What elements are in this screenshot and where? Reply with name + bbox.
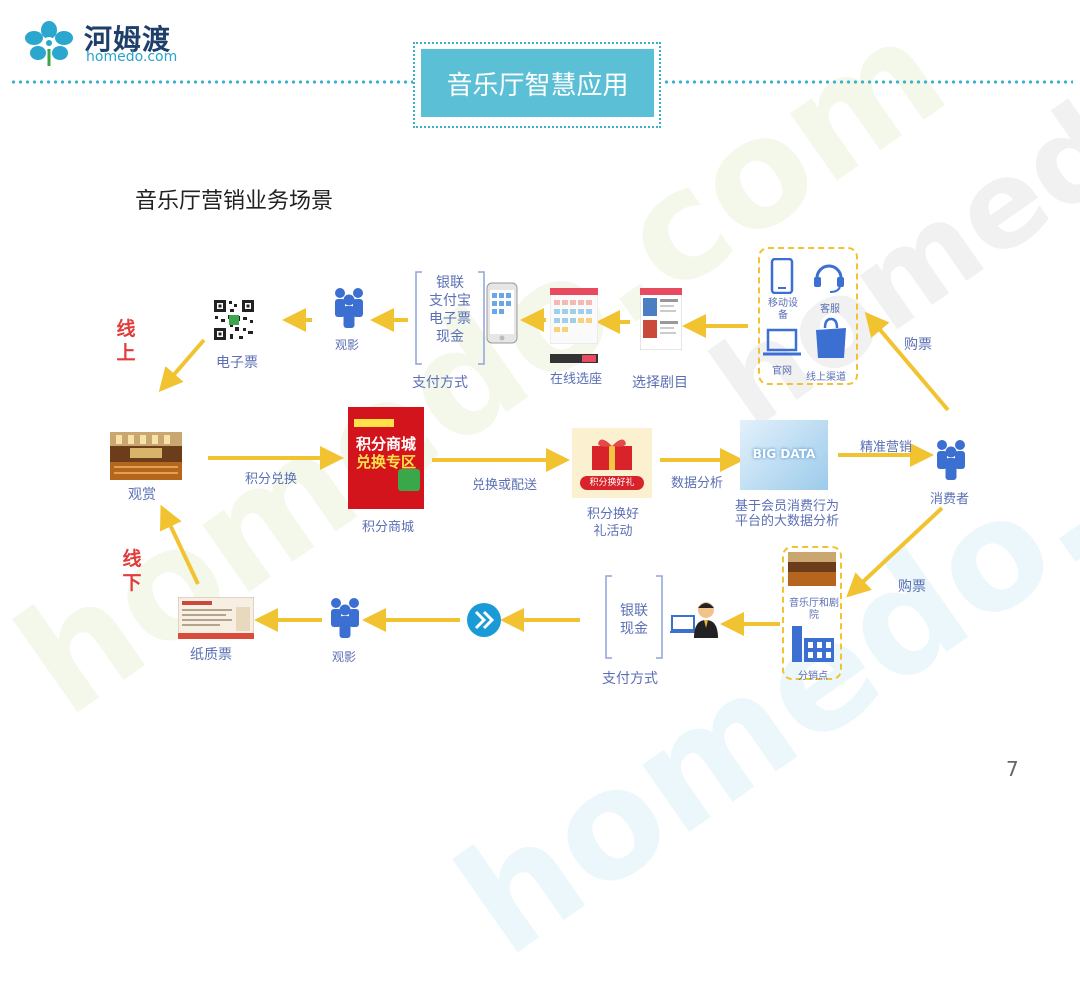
gift-image: 积分换好礼 xyxy=(572,428,652,498)
payment-unionpay-bottom: 银联 xyxy=(620,603,648,619)
paper-ticket-label: 纸质票 xyxy=(190,647,232,663)
poster-sticker xyxy=(398,469,420,491)
online-channel-label: 线上渠道 xyxy=(806,372,846,383)
payment-bracket-bottom xyxy=(605,575,663,659)
online-channels-box xyxy=(758,247,858,385)
enjoy-label: 观赏 xyxy=(128,487,156,503)
precision-marketing-label: 精准营销 xyxy=(860,440,913,455)
outlet-hall-image xyxy=(788,552,836,586)
gift-activity-label: 积分换好礼活动 xyxy=(586,507,639,539)
arrow-paper-to-enjoy xyxy=(159,504,200,585)
points-exchange-label: 积分兑换 xyxy=(245,472,298,487)
seat-confirm-bar xyxy=(550,354,598,363)
gift-badge: 积分换好礼 xyxy=(580,476,644,490)
data-analysis-label: 数据分析 xyxy=(671,476,724,491)
payment-label-bottom: 支付方式 xyxy=(602,671,658,687)
buy-label-top: 购票 xyxy=(904,337,932,353)
logo-domain: homedo.com xyxy=(86,49,178,65)
mobile-device-icon xyxy=(770,258,794,294)
unionpay-logo-icon xyxy=(467,603,501,637)
qr-code-icon xyxy=(212,298,256,342)
payment-alipay: 支付宝 xyxy=(429,293,471,309)
audience-icon-bottom xyxy=(331,598,359,638)
outlet-box xyxy=(782,546,842,680)
building-icon xyxy=(792,626,834,662)
poster-strip xyxy=(354,419,394,427)
exchange-deliver-label: 兑换或配送 xyxy=(472,478,538,493)
payment-eticket: 电子票 xyxy=(429,311,471,327)
service-label: 客服 xyxy=(820,304,840,315)
payment-cash-bottom: 现金 xyxy=(620,621,648,637)
big-data-badge: BIG DATA xyxy=(752,447,816,461)
consumer-label: 消费者 xyxy=(930,492,970,507)
show-list-icon xyxy=(640,288,682,350)
online-label: 线上 xyxy=(116,318,136,364)
poster-line-2: 兑换专区 xyxy=(355,453,416,471)
smartphone-icon xyxy=(486,282,518,344)
poster-line-1: 积分商城 xyxy=(355,435,416,453)
big-data-image: BIG DATA xyxy=(740,420,828,490)
choose-show-label: 选择剧目 xyxy=(632,375,688,391)
ticket-agent-icon xyxy=(670,602,718,638)
payment-label-top: 支付方式 xyxy=(412,375,468,391)
eticket-label: 电子票 xyxy=(216,355,258,371)
offline-label: 线下 xyxy=(122,548,142,594)
shopping-bag-icon xyxy=(816,317,846,358)
section-subtitle: 音乐厅营销业务场景 xyxy=(135,189,334,214)
online-seat-label: 在线选座 xyxy=(550,372,603,387)
points-mall-label: 积分商城 xyxy=(362,520,415,535)
page-title: 音乐厅智慧应用 xyxy=(421,49,654,117)
arrow-buy-bottom xyxy=(846,506,944,598)
watch-label-top: 观影 xyxy=(335,338,360,352)
website-label: 官网 xyxy=(772,366,792,377)
seat-map-icon xyxy=(550,288,598,344)
gift-box-icon xyxy=(592,439,632,470)
payment-cash: 现金 xyxy=(436,329,464,345)
logo-text: 河姆渡 xyxy=(84,23,172,56)
big-data-label: 基于会员消费行为平台的大数据分析 xyxy=(734,499,839,529)
arrow-eticket-to-enjoy xyxy=(158,338,206,393)
concert-hall-image xyxy=(110,432,182,480)
consumer-icon xyxy=(937,440,965,480)
audience-icon xyxy=(335,288,363,328)
header-divider-left xyxy=(10,79,413,85)
flow-arrows xyxy=(158,308,950,636)
payment-bracket-top xyxy=(415,271,485,365)
buy-label-bottom: 购票 xyxy=(898,579,926,595)
watch-label-bottom: 观影 xyxy=(332,650,357,664)
payment-unionpay: 银联 xyxy=(436,275,464,291)
payment-list-bottom: 银联 现金 xyxy=(608,602,660,638)
mobile-device-label: 移动设备 xyxy=(768,298,798,321)
outlet-bottom-label: 分销点 xyxy=(798,671,828,682)
header-divider-right xyxy=(663,79,1073,85)
paper-ticket-image xyxy=(178,597,254,639)
page-number: 7 xyxy=(1006,757,1019,781)
laptop-icon xyxy=(763,328,801,356)
headset-icon xyxy=(814,264,844,293)
logo-flower-icon xyxy=(25,21,73,66)
outlet-top-label: 音乐厅和剧院 xyxy=(789,598,839,621)
points-mall-poster: 积分商城 兑换专区 xyxy=(348,407,424,509)
payment-list-top: 银联 支付宝 电子票 现金 xyxy=(418,274,482,346)
arrow-buy-top xyxy=(864,311,950,412)
